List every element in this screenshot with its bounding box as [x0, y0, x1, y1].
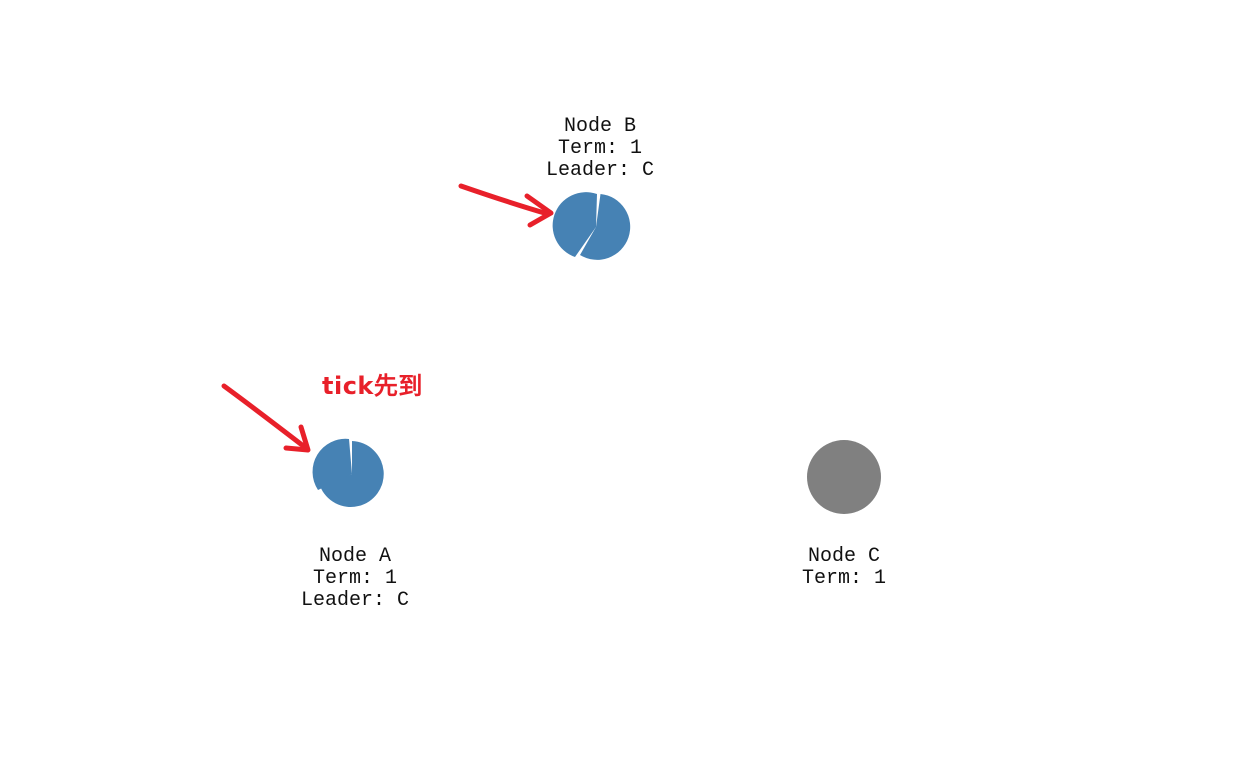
node-b-circle[interactable] — [580, 194, 631, 260]
arrow-a-shaft — [221, 383, 309, 451]
node-a-timer-sliver — [312, 438, 352, 490]
node-c-term: Term: 1 — [801, 567, 886, 590]
node-b-term: Term: 1 — [557, 137, 642, 160]
node-b-label: Node B Term: 1 Leader: C — [490, 116, 710, 182]
node-a-leader: Leader: C — [300, 589, 410, 612]
arrow-b-head — [524, 193, 554, 228]
node-b-name: Node B — [563, 115, 636, 138]
arrow-a-head — [283, 424, 311, 453]
node-a-term: Term: 1 — [312, 567, 397, 590]
arrow-to-node-b — [458, 183, 554, 228]
node-c-circle[interactable] — [807, 440, 881, 514]
node-b-leader: Leader: C — [545, 159, 655, 182]
node-a-label: Node A Term: 1 Leader: C — [245, 546, 465, 612]
node-a-name: Node A — [318, 545, 391, 568]
node-a-circle[interactable] — [320, 441, 384, 507]
arrow-b-shaft — [458, 183, 551, 217]
arrow-to-node-a — [221, 383, 311, 453]
tick-annotation: tick先到 — [322, 372, 423, 400]
node-b-timer-sliver — [552, 192, 597, 257]
node-c-label: Node C Term: 1 — [734, 546, 954, 590]
node-c-name: Node C — [807, 545, 880, 568]
